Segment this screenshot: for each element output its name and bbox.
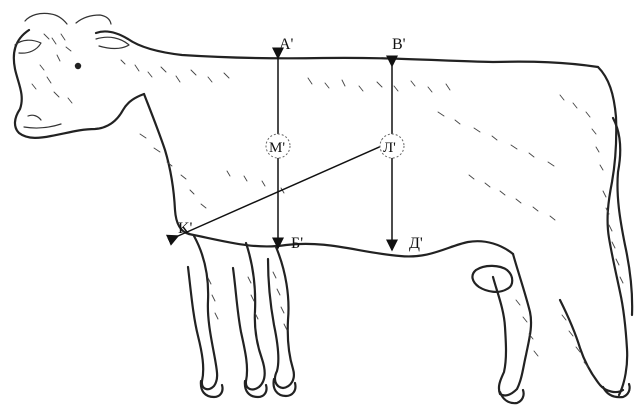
hooves: [201, 379, 630, 403]
head-details: [15, 13, 129, 128]
label-k: K': [178, 220, 193, 237]
label-be: Б': [291, 235, 303, 252]
eye: [75, 63, 81, 69]
label-d: Д': [409, 235, 423, 252]
hair-hatching: [32, 34, 623, 367]
head-outline: [14, 30, 144, 138]
ear-right: [96, 37, 129, 48]
label-m: M': [269, 140, 285, 156]
chest-front-line: [144, 94, 189, 234]
cow-outline: [14, 30, 632, 395]
horn-right: [76, 15, 111, 24]
label-l: Л': [383, 140, 396, 156]
mouth: [24, 124, 61, 128]
label-a: A': [279, 36, 294, 53]
measurement-lines: [178, 58, 404, 250]
front-leg-right: [233, 243, 265, 389]
udder: [472, 266, 512, 292]
neck-top-back-line: [96, 31, 598, 67]
ear-left: [15, 40, 41, 53]
horn-left: [25, 13, 67, 24]
nostril: [28, 115, 41, 120]
label-b: B': [392, 36, 406, 53]
front-leg-left: [188, 236, 217, 389]
front-leg-middle: [268, 247, 294, 388]
hind-leg-right: [560, 300, 623, 392]
belly-line: [189, 234, 513, 256]
